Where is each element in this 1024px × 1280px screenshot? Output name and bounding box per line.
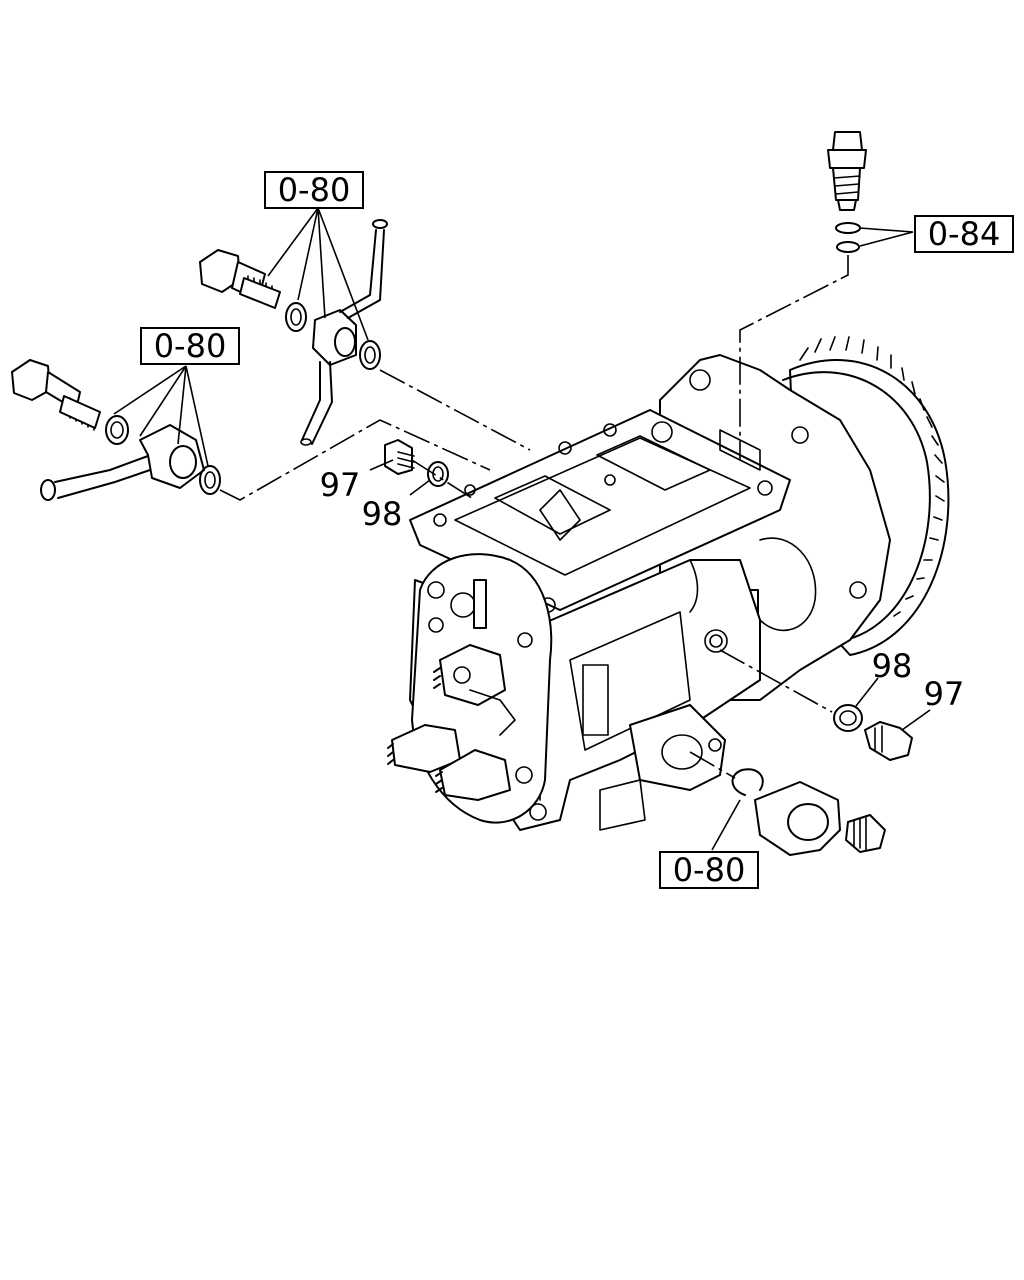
washer-98-lower xyxy=(833,704,863,732)
callout-ref-bottom: 0-80 xyxy=(659,851,759,889)
part-97-lower-label: 97 xyxy=(924,675,965,713)
washer-98-upper xyxy=(427,461,449,487)
plug-97-upper xyxy=(384,439,415,475)
callout-ref-right-label: 0-84 xyxy=(928,215,1001,253)
injection-pump-body xyxy=(387,336,950,831)
plug-97-lower xyxy=(864,721,913,761)
callout-ref-left: 0-80 xyxy=(140,327,240,365)
part-97-upper-label: 97 xyxy=(320,466,361,504)
banjo-assembly-upper xyxy=(199,219,388,446)
part-98-upper-label: 98 xyxy=(362,495,403,533)
leader-lines xyxy=(113,207,931,851)
snap-ring-bottom xyxy=(731,768,764,796)
assembly-lines xyxy=(219,255,849,779)
callout-ref-bottom-label: 0-80 xyxy=(673,851,746,889)
callout-ref-right: 0-84 xyxy=(914,215,1014,253)
delivery-valves xyxy=(387,644,516,801)
callout-ref-top: 0-80 xyxy=(264,171,364,209)
cover-plate-bottom xyxy=(754,781,886,856)
callout-ref-top-label: 0-80 xyxy=(278,171,351,209)
banjo-assembly-left xyxy=(11,359,221,501)
callout-ref-left-label: 0-80 xyxy=(154,327,227,365)
part-98-lower-label: 98 xyxy=(872,647,913,685)
overflow-valve-fitting xyxy=(827,131,867,253)
